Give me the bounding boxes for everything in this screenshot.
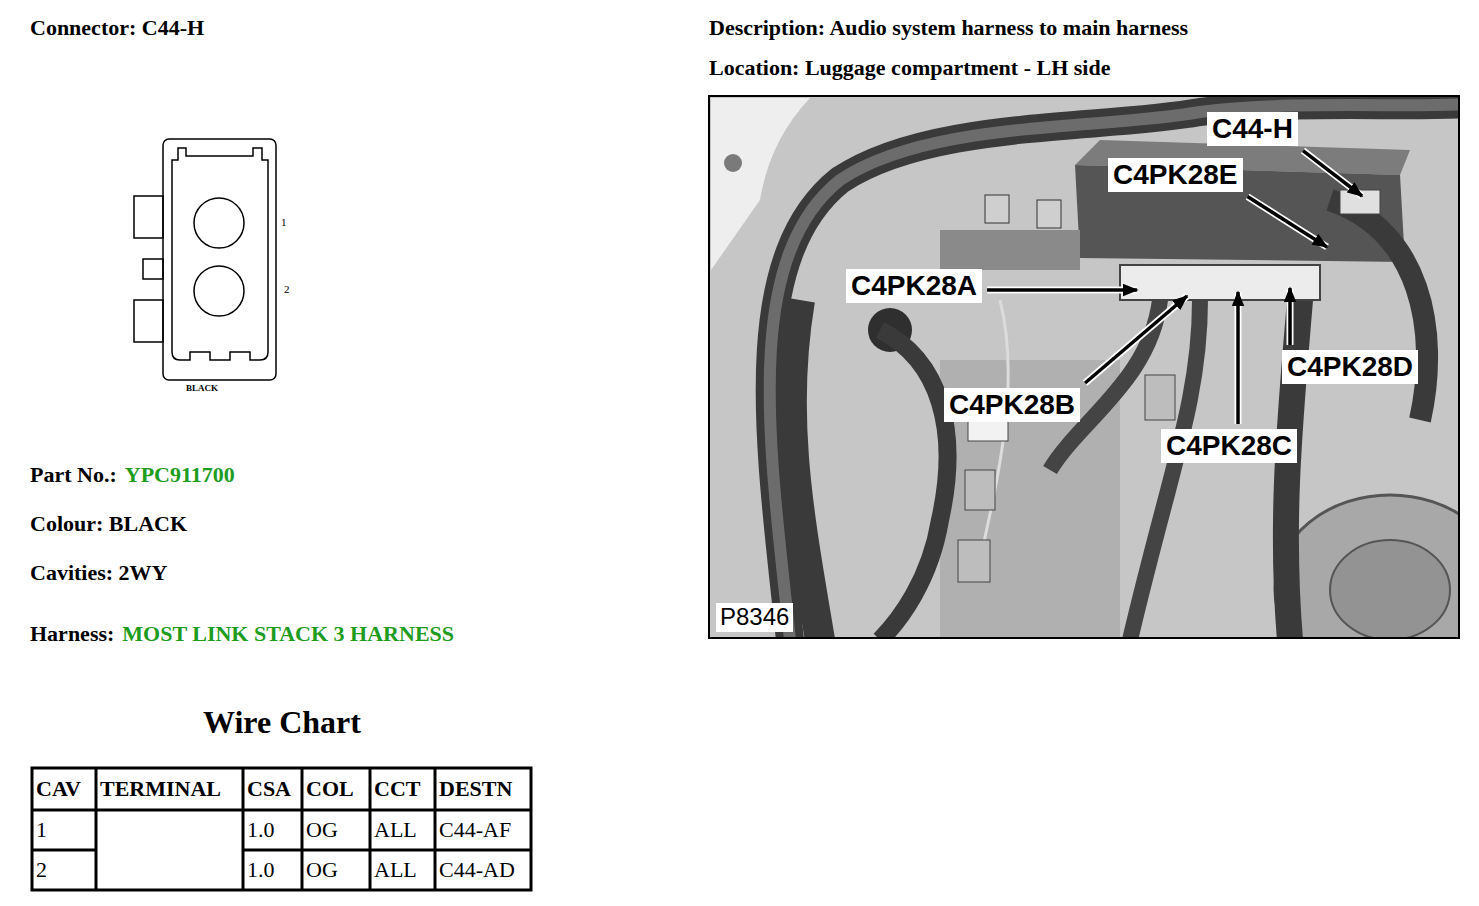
bolt (724, 154, 742, 172)
description-text: Description: Audio system harness to mai… (709, 15, 1188, 41)
cable (1130, 300, 1200, 638)
table-border (32, 768, 531, 890)
leader-halo (1248, 197, 1327, 247)
speaker-cone (1330, 540, 1450, 638)
leader-arrow (1085, 296, 1187, 383)
connector-face (134, 139, 276, 380)
colour-marking: BLACK (186, 383, 218, 394)
table-cell: OG (306, 852, 368, 888)
callout-label: C44-H (1207, 112, 1298, 146)
connector-heading: Connector: C44-H (30, 15, 204, 41)
leader-arrow (1303, 151, 1362, 196)
callout-label: C4PK28A (846, 269, 982, 303)
leader-arrow (987, 288, 1137, 292)
harness-cable (770, 104, 1459, 638)
field-label: Colour: BLACK (30, 511, 187, 537)
part-number-link: YPC911700 (125, 462, 235, 488)
leader-arrow (1248, 197, 1327, 247)
bracket-plate (940, 230, 1080, 270)
table-rule (301, 768, 304, 890)
table-cell: ALL (374, 852, 433, 888)
table-cell: CSA (247, 770, 300, 808)
connector-tab (134, 300, 163, 342)
pin-number: 2 (284, 283, 290, 296)
table-cell: 1.0 (247, 852, 300, 888)
trim-panel (940, 360, 1120, 638)
connector-tab (134, 196, 163, 238)
harness-link: MOST LINK STACK 3 HARNESS (122, 621, 454, 647)
connector (965, 470, 995, 510)
luggage-compartment-illustration (709, 96, 1459, 638)
connector (1145, 375, 1175, 420)
cable (1330, 200, 1427, 420)
table-cell: C44-AF (439, 812, 529, 848)
table-cell: OG (306, 812, 368, 848)
table-rule (242, 768, 245, 890)
cable (880, 330, 948, 638)
callout-label: C4PK28B (944, 388, 1080, 422)
wire-chart-grid (32, 768, 531, 890)
table-rule (95, 768, 98, 890)
table-cell: DESTN (439, 770, 529, 808)
table-rule (243, 849, 531, 852)
connector-housing (163, 139, 276, 380)
table-cell: CCT (374, 770, 433, 808)
cavity-circle (194, 198, 244, 248)
table-cell: ALL (374, 812, 433, 848)
leader-halo (987, 287, 1137, 294)
harness-cable-shade (770, 104, 1459, 638)
connector (958, 540, 990, 582)
table-rule (434, 768, 437, 890)
table-cell: TERMINAL (100, 770, 241, 808)
photo-frame (709, 96, 1459, 638)
table-cell: COL (306, 770, 368, 808)
pin-number: 1 (281, 216, 287, 229)
figure-number: P8346 (716, 603, 793, 632)
connector-tab (143, 259, 163, 279)
cavity-circle (194, 266, 244, 316)
table-cell: 1 (36, 812, 94, 848)
leader-halo (1303, 151, 1362, 196)
callout-label: C4PK28C (1161, 429, 1297, 463)
bracket (985, 195, 1009, 223)
leader-halo (1287, 288, 1294, 345)
field-label: Harness: (30, 621, 114, 647)
table-rule (369, 768, 372, 890)
location-text: Location: Luggage compartment - LH side (709, 55, 1110, 81)
table-cell: C44-AD (439, 852, 529, 888)
connector-inner-outline (172, 148, 268, 360)
field-label: Part No.: (30, 462, 117, 488)
table-title: Wire Chart (132, 703, 432, 741)
table-rule (32, 809, 531, 812)
bracket (1037, 200, 1061, 228)
speaker (1275, 495, 1459, 638)
table-rule (32, 849, 96, 852)
table-cell: 1.0 (247, 812, 300, 848)
callout-label: C4PK28E (1108, 158, 1243, 192)
leader-arrow (1288, 288, 1292, 345)
leader-arrow (1236, 292, 1240, 424)
leader-halo (1235, 292, 1242, 424)
cable (1050, 300, 1160, 470)
leader-halo (1085, 296, 1187, 383)
callout-label: C4PK28D (1282, 350, 1418, 384)
table-cell: CAV (36, 770, 94, 808)
field-label: Cavities: 2WY (30, 560, 167, 586)
table-cell: 2 (36, 852, 94, 888)
